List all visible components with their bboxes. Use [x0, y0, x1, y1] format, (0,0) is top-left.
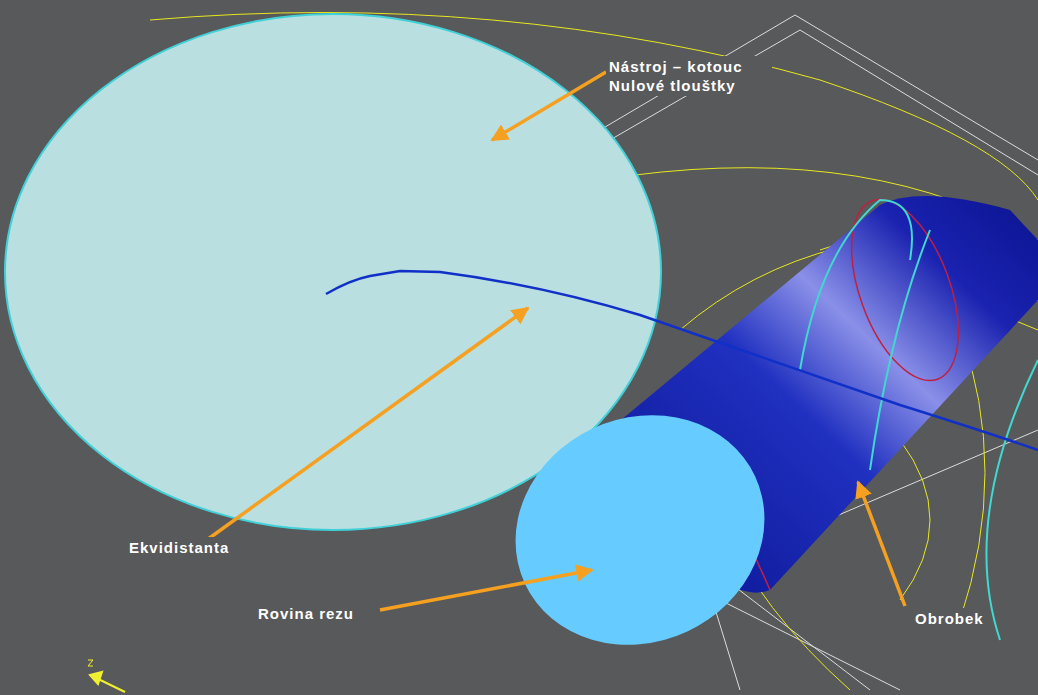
section-curves [800, 200, 1038, 640]
equidistant-curve [326, 271, 1038, 450]
axis-icon [88, 660, 125, 692]
cut-plane [478, 375, 803, 685]
cylinder-end-edge [830, 185, 980, 394]
workpiece-label: Obrobek [912, 608, 987, 629]
equidistant-label: Ekvidistanta [126, 537, 232, 558]
cut-plane-label: Rovina rezu [255, 603, 357, 624]
tool-label: Nástroj – kotouc Nulové tlouštky [606, 56, 772, 96]
leader-arrows [204, 72, 905, 610]
